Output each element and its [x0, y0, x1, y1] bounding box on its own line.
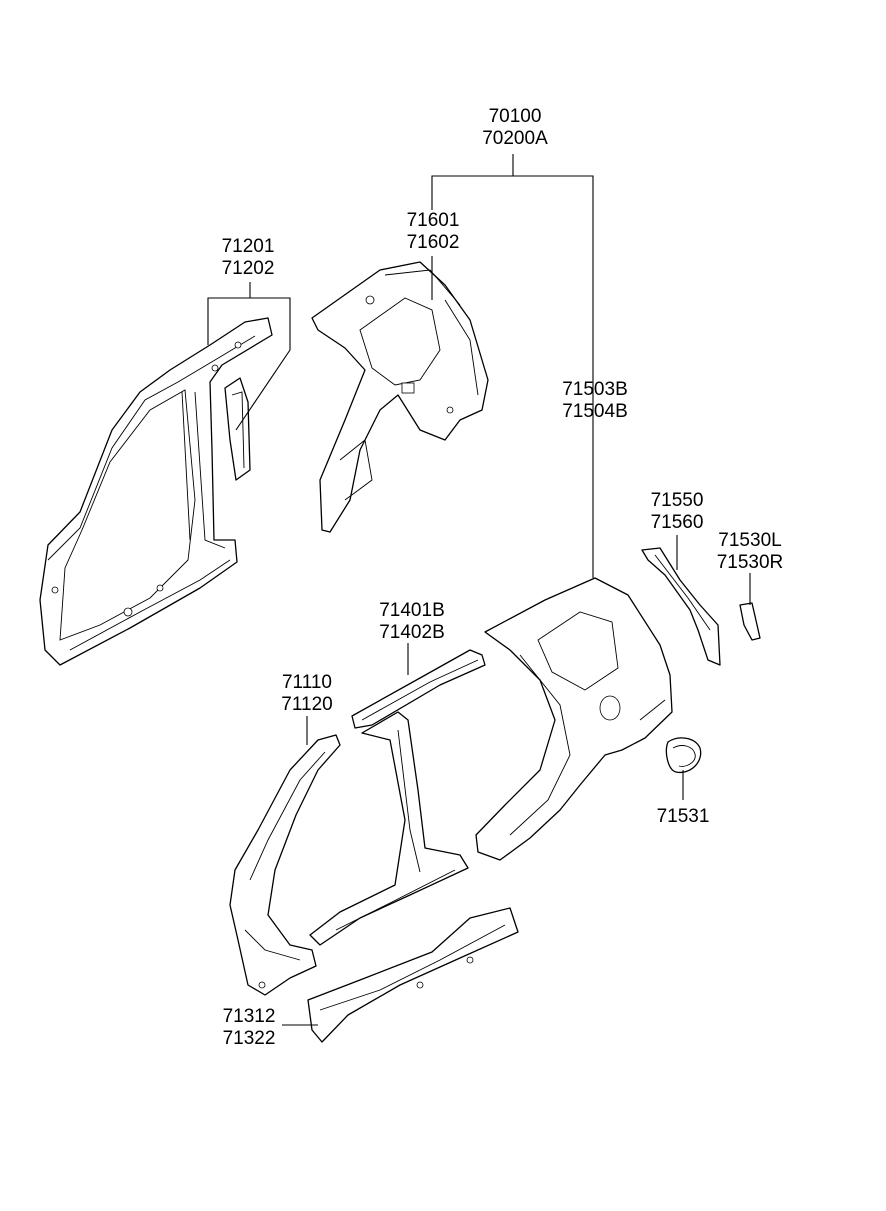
front-pillar-outer-part [229, 734, 341, 996]
label-71503b: 71503B [562, 379, 628, 400]
center-pillar-reinforcement-part [224, 377, 251, 481]
label-71531: 71531 [657, 806, 710, 827]
label-front-pillar: 71110 71120 [281, 672, 332, 715]
label-71530r: 71530R [717, 552, 784, 573]
roof-side-rail-part [351, 649, 486, 729]
label-fuel-door: 71531 [657, 806, 710, 827]
label-sill: 71312 71322 [223, 1006, 276, 1049]
label-pillar-inner-left: 71201 71202 [222, 236, 275, 279]
label-70200a: 70200A [482, 128, 548, 149]
fuel-filler-bracket-part [641, 547, 721, 666]
side-sill-part [307, 907, 519, 1043]
label-assembly: 70100 70200A [482, 106, 548, 149]
label-71401b: 71401B [379, 600, 445, 621]
quarter-outer-panel-part [475, 577, 673, 861]
label-71402b: 71402B [379, 622, 445, 643]
small-bracket-part [739, 602, 761, 641]
label-roof-rail: 71401B 71402B [379, 600, 445, 643]
label-71120: 71120 [281, 694, 332, 715]
label-71322: 71322 [223, 1028, 276, 1049]
label-71560: 71560 [651, 512, 704, 533]
label-small-bracket: 71530L 71530R [717, 530, 784, 573]
label-71530l: 71530L [718, 530, 781, 551]
label-70100: 70100 [489, 106, 542, 127]
label-71602: 71602 [407, 232, 460, 253]
leader-lines [207, 154, 751, 1026]
label-71110: 71110 [282, 672, 332, 693]
label-71201: 71201 [222, 236, 275, 257]
fuel-door-part [665, 737, 702, 774]
inner-side-frame-part [39, 317, 273, 666]
label-fuel-bracket: 71550 71560 [651, 490, 704, 533]
rear-inner-panel-part [311, 261, 489, 533]
label-rear-inner: 71601 71602 [407, 210, 460, 253]
center-pillar-outer-part [309, 711, 469, 946]
label-71202: 71202 [222, 258, 275, 279]
label-71601: 71601 [407, 210, 460, 231]
label-71550: 71550 [651, 490, 704, 511]
label-71504b: 71504B [562, 401, 628, 422]
label-quarter-outer: 71503B 71504B [562, 379, 628, 422]
label-71312: 71312 [223, 1006, 276, 1027]
